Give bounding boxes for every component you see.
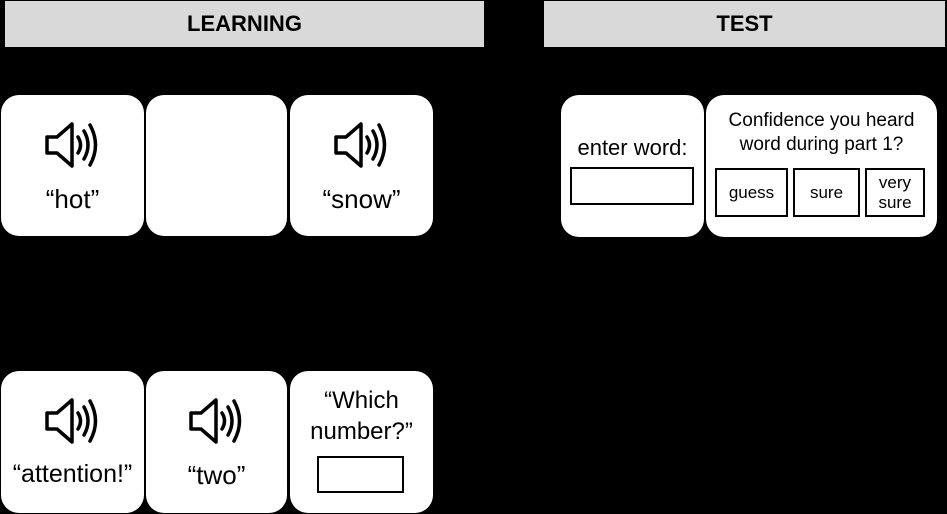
sure-label: sure	[809, 182, 844, 202]
guess-label: guess	[728, 182, 775, 202]
confidence-sure-button[interactable]: sure	[793, 168, 860, 217]
learning-card-which-number: “Which number?”	[290, 371, 433, 513]
audio-word: “two”	[187, 460, 246, 490]
very-label: very	[878, 172, 912, 192]
learning-card-hot: “hot”	[1, 95, 144, 236]
learning-card-snow: “snow”	[290, 95, 433, 236]
test-card-enter-word: enter word:	[561, 95, 704, 237]
confidence-question-line-2: word during part 1?	[739, 134, 904, 155]
confidence-guess-button[interactable]: guess	[715, 168, 788, 217]
audio-word: “hot”	[45, 184, 100, 214]
audio-word: “attention!”	[12, 460, 133, 488]
learning-card-two: “two”	[146, 371, 287, 513]
confidence-very-sure-button[interactable]: very sure	[865, 168, 925, 217]
prompt-line-1: “Which	[324, 387, 399, 414]
number-answer-box[interactable]	[317, 456, 404, 493]
speaker-icon	[44, 398, 97, 444]
audio-word: “snow”	[322, 184, 401, 214]
test-header: TEST	[544, 1, 945, 47]
word-entry-box[interactable]	[570, 167, 694, 205]
speaker-icon	[44, 122, 97, 168]
speaker-icon	[333, 122, 386, 168]
learning-header: LEARNING	[5, 1, 484, 47]
very-sure-second-label: sure	[878, 192, 912, 212]
very-sure-label: very sure	[878, 173, 911, 213]
enter-word-label: enter word:	[577, 135, 688, 160]
speaker-icon	[188, 398, 241, 444]
prompt-line-2: number?”	[310, 418, 413, 445]
learning-card-blank	[146, 95, 287, 236]
confidence-question-line-1: Confidence you heard	[728, 110, 915, 131]
learning-card-attention: “attention!”	[1, 371, 144, 513]
